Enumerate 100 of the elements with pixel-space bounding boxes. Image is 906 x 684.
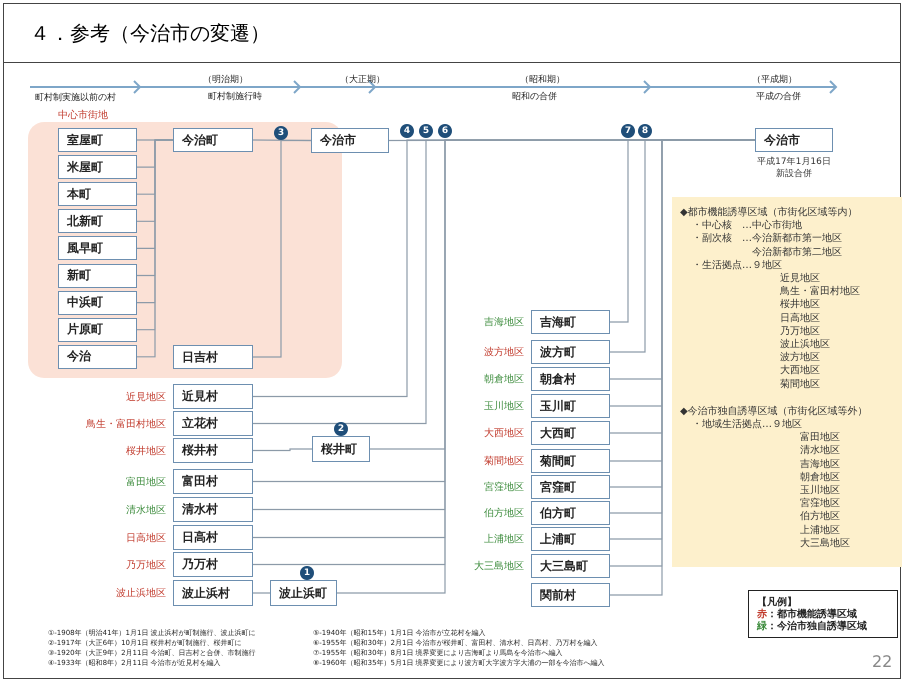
panel-text: 伯方地区 bbox=[800, 510, 840, 524]
merger-number: 4 bbox=[400, 124, 414, 138]
town-box: 桜井村 bbox=[173, 438, 253, 463]
panel-text: 波止浜地区 bbox=[780, 338, 830, 351]
panel-text: 朝倉地区 bbox=[800, 470, 840, 484]
region-heading: 中心市街地 bbox=[58, 108, 108, 122]
town-box: 大西町 bbox=[531, 421, 610, 445]
panel-text: 今治新都市第二地区 bbox=[752, 246, 842, 259]
panel-text: 日高地区 bbox=[780, 312, 820, 325]
period-label: （平成期） bbox=[752, 74, 797, 86]
town-box: 吉海町 bbox=[531, 310, 610, 334]
panel-text: 鳥生・富田村地区 bbox=[780, 284, 860, 298]
period-label: 町村制施行時 bbox=[208, 90, 262, 103]
region-label: 玉川地区 bbox=[484, 400, 524, 413]
town-box: 北新町 bbox=[58, 209, 137, 234]
period-label: 平成の合併 bbox=[756, 90, 801, 103]
panel-text: 富田地区 bbox=[800, 430, 840, 444]
region-label: 吉海地区 bbox=[484, 316, 524, 329]
town-box: 上浦町 bbox=[531, 527, 610, 551]
town-box: 清水村 bbox=[173, 497, 253, 522]
region-label: 近見地区 bbox=[126, 390, 166, 404]
merger-number: 6 bbox=[438, 124, 452, 138]
merger-date: 平成17年1月16日 bbox=[756, 156, 832, 168]
region-label: 上浦地区 bbox=[484, 532, 524, 546]
town-box: 宮窪町 bbox=[531, 475, 610, 499]
town-box: 波止浜町 bbox=[270, 580, 337, 606]
legend-item: 緑：今治市独自誘導区域 bbox=[757, 619, 867, 633]
region-label: 宮窪地区 bbox=[484, 480, 524, 494]
town-box: 関前村 bbox=[531, 583, 610, 607]
period-label: （昭和期） bbox=[520, 74, 565, 86]
legend-item: 赤：都市機能誘導区域 bbox=[757, 607, 857, 620]
town-box: 今治町 bbox=[173, 128, 253, 152]
town-box: 今治市 bbox=[311, 128, 389, 153]
panel-text: 波方地区 bbox=[780, 350, 820, 364]
connector bbox=[253, 448, 312, 452]
panel-text: 大三島地区 bbox=[800, 536, 850, 550]
connector bbox=[253, 592, 270, 594]
region-label: 伯方地区 bbox=[484, 506, 524, 520]
region-label: 桜井地区 bbox=[126, 444, 166, 458]
panel-text: 乃万地区 bbox=[780, 324, 820, 338]
page-number: 22 bbox=[872, 652, 892, 671]
town-box: 本町 bbox=[58, 182, 137, 206]
region-label: 波方地区 bbox=[484, 346, 524, 359]
region-label: 鳥生・富田村地区 bbox=[86, 418, 166, 430]
town-box: 波方町 bbox=[531, 340, 610, 364]
panel-text: 大西地区 bbox=[780, 364, 820, 378]
merger-number: 7 bbox=[621, 124, 635, 138]
title: ４．参考（今治市の変遷） bbox=[30, 20, 270, 47]
town-box: 中浜町 bbox=[58, 290, 137, 315]
town-box: 桜井町 bbox=[312, 436, 370, 462]
town-box: 日高村 bbox=[173, 525, 253, 550]
panel-text: ・地域生活拠点…９地区 bbox=[692, 418, 802, 431]
town-box: 近見村 bbox=[173, 384, 253, 409]
panel-text: ◆今治市独自誘導区域（市街化区域等外） bbox=[680, 404, 868, 418]
merger-date: 新設合併 bbox=[775, 168, 813, 180]
panel-text: 玉川地区 bbox=[800, 484, 840, 497]
town-box: 伯方町 bbox=[531, 501, 610, 525]
region-label: 大三島地区 bbox=[474, 560, 524, 573]
legend-heading: 【凡例】 bbox=[757, 596, 797, 608]
region-label: 清水地区 bbox=[126, 504, 166, 516]
period-label: 町村制実施以前の村 bbox=[35, 92, 116, 104]
merger-number: 8 bbox=[638, 124, 652, 138]
panel-text: 近見地区 bbox=[780, 272, 820, 285]
town-box: 波止浜村 bbox=[173, 580, 253, 606]
town-box: 菊間町 bbox=[531, 449, 610, 473]
panel-text: ・副次核 …今治新都市第一地区 bbox=[692, 232, 842, 246]
town-box: 今治 bbox=[58, 344, 137, 369]
panel-text: 吉海地区 bbox=[800, 458, 840, 471]
town-box: 今治市 bbox=[755, 128, 833, 152]
panel-text: 宮窪地区 bbox=[800, 496, 840, 510]
town-box: 米屋町 bbox=[58, 155, 137, 180]
town-box: 片原町 bbox=[58, 318, 137, 342]
connector bbox=[253, 140, 311, 358]
panel-text: ・生活拠点…９地区 bbox=[692, 258, 782, 272]
info-panel bbox=[672, 197, 902, 567]
town-box: 立花村 bbox=[173, 411, 253, 436]
town-box: 大三島町 bbox=[531, 554, 610, 578]
panel-text: 桜井地区 bbox=[780, 298, 820, 312]
region-label: 朝倉地区 bbox=[484, 372, 524, 386]
town-box: 朝倉村 bbox=[531, 367, 610, 391]
region-label: 日高地区 bbox=[126, 532, 166, 544]
period-label: 昭和の合併 bbox=[512, 90, 557, 103]
merger-number: 1 bbox=[300, 566, 314, 580]
merger-number: 5 bbox=[419, 124, 433, 138]
town-box: 富田村 bbox=[173, 469, 253, 494]
panel-text: ◆都市機能誘導区域（市街化区域等内） bbox=[680, 206, 858, 219]
town-box: 玉川町 bbox=[531, 394, 610, 418]
panel-text: 清水地区 bbox=[800, 444, 840, 458]
panel-text: ・中心核 …中心市街地 bbox=[692, 218, 802, 232]
merger-number: 2 bbox=[334, 422, 348, 436]
period-label: （大正期） bbox=[340, 74, 385, 86]
region-label: 波止浜地区 bbox=[116, 586, 166, 600]
town-box: 風早町 bbox=[58, 236, 137, 260]
panel-text: 菊間地区 bbox=[780, 378, 820, 391]
town-box: 乃万村 bbox=[173, 552, 253, 577]
region-label: 乃万地区 bbox=[126, 558, 166, 572]
period-label: （明治期） bbox=[203, 74, 248, 86]
region-label: 大西地区 bbox=[484, 426, 524, 440]
town-box: 室屋町 bbox=[58, 128, 137, 152]
region-label: 菊間地区 bbox=[484, 454, 524, 468]
